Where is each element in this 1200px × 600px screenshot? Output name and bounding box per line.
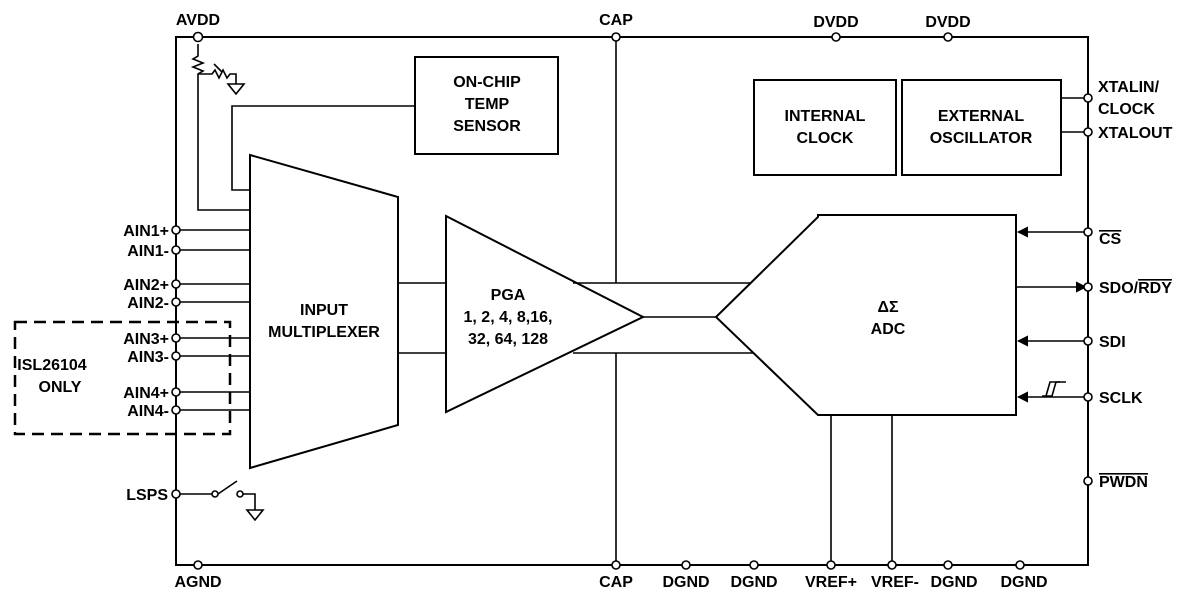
ground-icon [226, 83, 246, 96]
pga-block [445, 214, 646, 414]
pin-label-cs: CS [1099, 231, 1122, 248]
pin-label-clock: CLOCK [1098, 101, 1155, 118]
pin-label-sdi: SDI [1099, 334, 1126, 351]
pin-label-dgnd-2: DGND [730, 574, 777, 591]
pin-label-dgnd-1: DGND [662, 574, 709, 591]
pin-label-avdd: AVDD [176, 12, 220, 29]
isl-only-line1: ISL26104 [17, 357, 86, 374]
temp-sensor-line3: SENSOR [453, 118, 521, 135]
pga-to-adc-wires [573, 282, 763, 354]
pin-label-cap-top: CAP [599, 12, 633, 29]
pga-title: PGA [491, 287, 526, 304]
internal-clock-line2: CLOCK [797, 130, 854, 147]
pin-label-dgnd-3: DGND [930, 574, 977, 591]
pin-label-lsps: LSPS [126, 487, 168, 504]
schmitt-trigger-icon [1042, 381, 1066, 397]
xtal-wires [1061, 97, 1088, 133]
rdy-text: RDY [1138, 280, 1172, 297]
pin-label-agnd: AGND [174, 574, 221, 591]
pin-label-ain1n: AIN1- [127, 243, 169, 260]
pin-label-ain1p: AIN1+ [123, 223, 169, 240]
sdo-text: SDO/ [1099, 280, 1139, 297]
pin-label-ain3n: AIN3- [127, 349, 169, 366]
input-multiplexer-block [249, 153, 399, 470]
pin-label-xtalout: XTALOUT [1098, 125, 1173, 142]
adc-symbol: ΔΣ [877, 299, 899, 316]
mux-to-pga-wires [398, 282, 446, 354]
pin-label-vref-n: VREF- [871, 574, 919, 591]
isl26104-only-region [13, 320, 232, 436]
pin-markers [171, 31, 1093, 570]
pga-gains-line1: 1, 2, 4, 8,16, [464, 309, 553, 326]
resistor-icon [190, 44, 250, 211]
pin-label-vref-p: VREF+ [805, 574, 857, 591]
external-oscillator-line2: OSCILLATOR [930, 130, 1033, 147]
pin-label-dvdd-2: DVDD [925, 14, 970, 31]
pin-label-sdo-rdy: SDO/RDY [1099, 280, 1172, 297]
vref-wires [830, 415, 893, 565]
pin-label-pwdn: PWDN [1099, 474, 1148, 491]
external-oscillator-block [901, 79, 1062, 176]
internal-clock-block [753, 79, 897, 176]
temp-sensor-line2: TEMP [465, 96, 510, 113]
pin-label-xtalin: XTALIN/ [1098, 79, 1160, 96]
pin-label-ain2n: AIN2- [127, 295, 169, 312]
pin-label-cap-bottom: CAP [599, 574, 633, 591]
pga-gains-line2: 32, 64, 128 [468, 331, 548, 348]
pin-label-ain4p: AIN4+ [123, 385, 169, 402]
internal-clock-line1: INTERNAL [785, 108, 866, 125]
pin-label-ain4n: AIN4- [127, 403, 169, 420]
adc-label: ADC [871, 321, 906, 338]
mux-line2: MULTIPLEXER [268, 324, 380, 341]
adc-block [714, 214, 1017, 416]
ain-wires [176, 229, 250, 411]
pin-label-sclk: SCLK [1099, 390, 1143, 407]
pin-label-ain2p: AIN2+ [123, 277, 169, 294]
pin-label-ain3p: AIN3+ [123, 331, 169, 348]
external-oscillator-line1: EXTERNAL [938, 108, 1024, 125]
temp-sensor-line1: ON-CHIP [453, 74, 521, 91]
mux-line1: INPUT [300, 302, 348, 319]
pin-label-dgnd-4: DGND [1000, 574, 1047, 591]
lsps-switch-icon [176, 480, 265, 522]
isl-only-line2: ONLY [39, 379, 82, 396]
pin-label-dvdd-1: DVDD [813, 14, 858, 31]
temp-sensor-wire [231, 105, 415, 191]
